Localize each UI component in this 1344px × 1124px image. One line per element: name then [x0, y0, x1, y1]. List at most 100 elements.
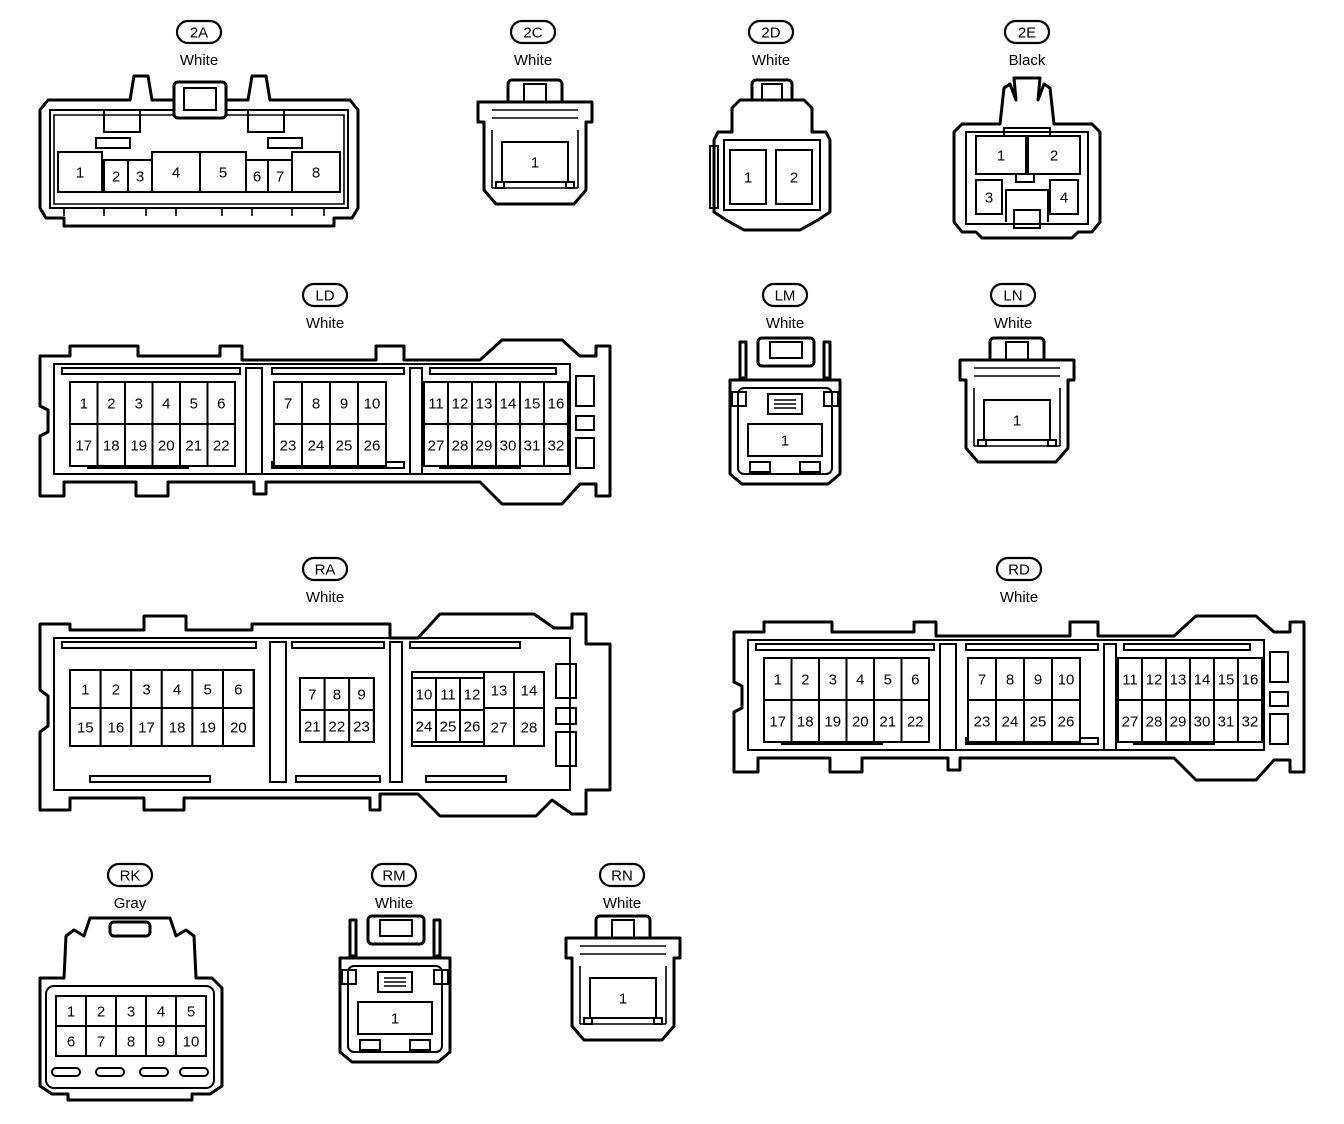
connector-id: RA	[315, 562, 336, 579]
pin-cell	[975, 135, 1027, 175]
pin-cell	[85, 1025, 117, 1057]
pin-cell	[99, 707, 133, 747]
pin-number: 18	[103, 438, 120, 455]
pin-cell	[103, 159, 129, 193]
pin-cell	[151, 151, 201, 193]
pin-cell	[191, 669, 224, 709]
pin-cell	[206, 423, 236, 467]
pin-cell	[301, 381, 331, 425]
pin-number: 6	[253, 169, 261, 186]
pin-cell	[589, 977, 657, 1019]
connector-color: White	[306, 589, 344, 606]
pin-cell	[267, 159, 293, 193]
pins-rm: 1	[357, 1001, 433, 1035]
pin-cell	[471, 423, 497, 467]
pin-cell	[69, 381, 99, 425]
pin-number: 1	[744, 170, 752, 187]
pin-number: 6	[911, 672, 919, 689]
pin-number: 7	[308, 687, 316, 704]
pin-number: 23	[353, 719, 370, 736]
pin-number: 11	[428, 396, 444, 413]
pin-number: 1	[997, 148, 1005, 165]
pin-cell	[501, 141, 569, 183]
pin-cell	[790, 699, 820, 743]
pins-lm: 1	[747, 423, 823, 457]
pin-cell	[1213, 699, 1239, 743]
pin-cell	[329, 423, 359, 467]
pin-number: 32	[548, 438, 565, 455]
pins-rn: 1	[589, 977, 657, 1019]
pin-cell	[900, 699, 930, 743]
pin-cell	[1237, 657, 1263, 701]
pin-number: 25	[440, 719, 457, 736]
pin-number: 10	[1058, 672, 1075, 689]
pin-number: 21	[185, 438, 202, 455]
pin-number: 5	[219, 165, 227, 182]
pin-number: 12	[1146, 672, 1163, 689]
pin-cell	[175, 1025, 207, 1057]
pin-cell	[543, 381, 569, 425]
pin-cell	[96, 423, 126, 467]
pin-number: 13	[491, 683, 508, 700]
pin-number: 26	[364, 438, 381, 455]
pin-number: 2	[801, 672, 809, 689]
pin-number: 23	[974, 714, 991, 731]
pin-cell	[357, 381, 387, 425]
pin-number: 27	[428, 438, 445, 455]
pin-cell	[301, 423, 331, 467]
pin-number: 16	[548, 396, 565, 413]
pin-cell	[222, 707, 255, 747]
pin-number: 13	[1170, 672, 1187, 689]
pin-number: 4	[172, 165, 180, 182]
pin-cell	[423, 423, 449, 467]
pin-number: 9	[340, 396, 348, 413]
pin-number: 7	[97, 1034, 105, 1051]
connector-id-badge	[761, 282, 809, 308]
connector-id-badge	[995, 556, 1043, 582]
connector-id-badge	[598, 862, 646, 888]
connector-color: White	[1000, 589, 1038, 606]
pin-number: 28	[452, 438, 469, 455]
pin-cell	[1049, 179, 1079, 215]
connector-id: 2C	[523, 25, 542, 42]
pin-cell	[975, 179, 1003, 215]
pin-cell	[513, 671, 545, 709]
pin-cell	[543, 423, 569, 467]
pin-cell	[69, 669, 102, 709]
pin-cell	[1027, 135, 1081, 175]
connector-body-rm	[338, 914, 452, 1064]
pin-cell	[775, 149, 813, 205]
pin-number: 6	[217, 396, 225, 413]
connector-id-badge	[301, 556, 349, 582]
pin-cell	[1189, 657, 1215, 701]
pin-cell	[763, 699, 793, 743]
pin-cell	[495, 423, 521, 467]
pin-cell	[1051, 699, 1081, 743]
pin-number: 28	[1146, 714, 1163, 731]
pin-number: 22	[213, 438, 230, 455]
pin-number: 3	[127, 1004, 135, 1021]
pin-number: 5	[190, 396, 198, 413]
pin-number: 3	[135, 396, 143, 413]
pin-cell	[1189, 699, 1215, 743]
pin-number: 10	[416, 687, 433, 704]
pin-number: 7	[284, 396, 292, 413]
pin-number: 24	[308, 438, 325, 455]
pin-cell	[983, 399, 1051, 441]
pin-number: 1	[1013, 413, 1021, 430]
connector-id-badge	[370, 862, 418, 888]
pin-number: 1	[81, 682, 89, 699]
pin-number: 20	[852, 714, 869, 731]
pin-number: 30	[1194, 714, 1211, 731]
pin-number: 17	[75, 438, 92, 455]
